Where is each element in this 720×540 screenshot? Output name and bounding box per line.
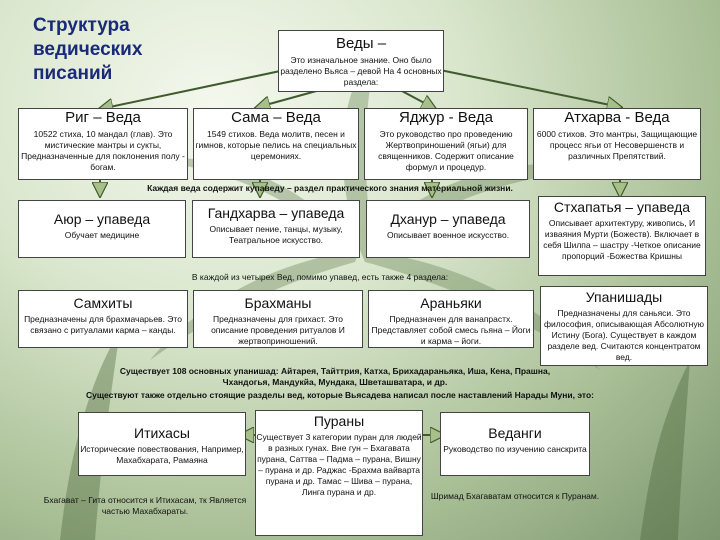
sthapatya-upaveda-box: Стхапатья – упаведа Описывает архитектур… (538, 196, 706, 276)
separate-sections-note: Существуют также отдельно стоящие раздел… (60, 390, 620, 401)
gandharva-upaveda-text: Описывает пение, танцы, музыку, Театраль… (193, 224, 359, 246)
sama-veda-box: Сама – Веда 1549 стихов. Веда молитв, пе… (193, 108, 359, 180)
upanishads-heading: Упанишады (541, 289, 707, 306)
samhitas-heading: Самхиты (19, 295, 187, 312)
sama-veda-heading: Сама – Веда (194, 109, 358, 127)
puranas-text: Существует 3 категории пуран для людей в… (256, 432, 422, 498)
ayur-upaveda-heading: Аюр – упаведа (19, 211, 185, 228)
sthapatya-upaveda-text: Описывает архитектуру, живопись, И извая… (539, 218, 705, 262)
yajur-veda-text: Это руководство про проведению Жертвопри… (365, 129, 527, 173)
vedangas-box: Веданги Руководство по изучению санскрит… (440, 412, 590, 476)
dhanur-upaveda-heading: Дханур – упаведа (367, 211, 529, 228)
aranyakas-text: Предназначен для ванапрастх. Представляе… (369, 314, 533, 347)
yajur-veda-heading: Яджур - Веда (365, 109, 527, 127)
puranas-box: Пураны Существует 3 категории пуран для … (255, 410, 423, 536)
puranas-heading: Пураны (256, 413, 422, 430)
aranyakas-heading: Араньяки (369, 295, 533, 312)
ayur-upaveda-text: Обучает медицине (19, 230, 185, 241)
upanishads-box: Упанишады Предназначены для саньяси. Это… (540, 286, 708, 366)
dhanur-upaveda-box: Дханур – упаведа Описывает военное искус… (366, 200, 530, 258)
atharva-veda-text: 6000 стихов. Это мантры, Защищающие проц… (534, 129, 700, 162)
vedas-text: Это изначальное знание. Оно было разделе… (279, 55, 443, 88)
atharva-veda-box: Атхарва - Веда 6000 стихов. Это мантры, … (533, 108, 701, 180)
rig-veda-text: 10522 стиха, 10 мандал (глав). Это мисти… (19, 129, 187, 173)
itihasas-text: Исторические повествования, Например, Ма… (79, 444, 245, 466)
vedangas-heading: Веданги (441, 425, 589, 442)
samhitas-box: Самхиты Предназначены для брахмачарьев. … (18, 290, 188, 348)
brahmanas-box: Брахманы Предназначены для грихаст. Это … (193, 290, 363, 348)
itihasas-note: Бхагават – Гита относится к Итихасам, тк… (40, 495, 250, 517)
itihasas-box: Итихасы Исторические повествования, Напр… (78, 412, 246, 476)
gandharva-upaveda-box: Гандхарва – упаведа Описывает пение, тан… (192, 200, 360, 258)
aranyakas-box: Араньяки Предназначен для ванапрастх. Пр… (368, 290, 534, 348)
ayur-upaveda-box: Аюр – упаведа Обучает медицине (18, 200, 186, 258)
rig-veda-heading: Риг – Веда (19, 109, 187, 127)
gandharva-upaveda-heading: Гандхарва – упаведа (193, 205, 359, 222)
brahmanas-heading: Брахманы (194, 295, 362, 312)
vedangas-note: Шримад Бхагаватам относится к Пуранам. (430, 491, 600, 502)
rig-veda-box: Риг – Веда 10522 стиха, 10 мандал (глав)… (18, 108, 188, 180)
upanishads-text: Предназначены для саньяси. Это философия… (541, 308, 707, 363)
upaveda-note: Каждая веда содержит купаведу – раздел п… (100, 183, 560, 194)
page-title: Структура ведических писаний (33, 14, 183, 86)
arrow-to-atharva (440, 70, 615, 106)
brahmanas-text: Предназначены для грихаст. Это описание … (194, 314, 362, 347)
sthapatya-upaveda-heading: Стхапатья – упаведа (539, 199, 705, 216)
vedas-box: Веды – Это изначальное знание. Оно было … (278, 30, 444, 92)
dhanur-upaveda-text: Описывает военное искусство. (367, 230, 529, 241)
sama-veda-text: 1549 стихов. Веда молитв, песен и гимнов… (194, 129, 358, 162)
upanishads-list-note: Существует 108 основных упанишад: Айтаре… (100, 366, 570, 388)
sections-note: В каждой из четырех Вед, помимо упавед, … (120, 272, 520, 283)
vedas-heading: Веды – (279, 35, 443, 53)
arrow-to-sama (262, 90, 320, 106)
arrow-to-yajur (400, 90, 430, 106)
vedangas-text: Руководство по изучению санскрита (441, 444, 589, 455)
yajur-veda-box: Яджур - Веда Это руководство про проведе… (364, 108, 528, 180)
atharva-veda-heading: Атхарва - Веда (534, 109, 700, 127)
samhitas-text: Предназначены для брахмачарьев. Это связ… (19, 314, 187, 336)
itihasas-heading: Итихасы (79, 425, 245, 442)
